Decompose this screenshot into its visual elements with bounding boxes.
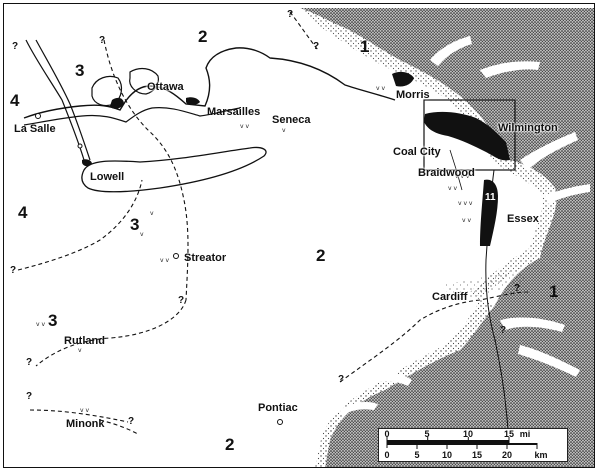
uncertain-mark: ?	[10, 265, 17, 276]
svg-text:v v v: v v v	[455, 173, 470, 180]
upland-stipple-fringe-south	[315, 300, 495, 468]
study-area-box	[423, 99, 516, 171]
svg-text:v v: v v	[462, 217, 471, 224]
place-braidwood: Braidwood	[418, 167, 475, 179]
scale-mi-tick: 10	[462, 429, 474, 439]
scale-mi-unit: mi	[519, 429, 531, 439]
svg-text:v v: v v	[240, 123, 249, 130]
uncertain-mark: ?	[12, 41, 19, 52]
svg-text:v v: v v	[160, 257, 169, 264]
upland-region-north	[300, 8, 595, 300]
zone-label-1-right: 1	[549, 282, 559, 301]
uncertain-mark: ?	[338, 374, 345, 385]
place-cardiff: Cardiff	[432, 291, 468, 303]
ottawa-meander-2	[129, 67, 159, 95]
scale-mi-tick: 5	[424, 429, 430, 439]
upland-region-south	[325, 258, 595, 468]
zone-label-4-mid: 4	[18, 203, 28, 222]
scale-mi-tick: 15	[503, 429, 515, 439]
town-markers	[35, 113, 283, 425]
lowland-stipple-band	[440, 268, 530, 300]
place-essex: Essex	[507, 213, 539, 225]
illinois-river-valley-south	[23, 107, 241, 126]
zone-label-2-center: 2	[316, 246, 326, 265]
svg-text:v v: v v	[36, 321, 45, 328]
uncertain-mark: ?	[26, 391, 33, 402]
scale-km-unit: km	[534, 450, 548, 460]
scale-km-tick: 15	[471, 450, 483, 460]
strip-mines	[82, 71, 510, 246]
place-ottawa: Ottawa	[147, 81, 184, 93]
svg-text:v v: v v	[80, 407, 89, 414]
place-la-salle: La Salle	[14, 123, 56, 135]
scale-km-tick: 20	[501, 450, 513, 460]
lowell-valley	[81, 146, 267, 193]
illinois-river-valley	[23, 47, 396, 119]
uncertain-mark: ?	[178, 295, 185, 306]
place-seneca: Seneca	[272, 114, 311, 126]
svg-text:v: v	[150, 210, 154, 217]
place-wilmington: Wilmington	[498, 122, 558, 134]
zone-label-3-topleft: 3	[75, 61, 85, 80]
uncertain-mark: ?	[128, 416, 135, 427]
svg-text:v: v	[282, 127, 286, 134]
uncertain-mark: ?	[313, 41, 320, 52]
uncertain-mark: ?	[287, 9, 294, 20]
zone-boundaries	[17, 11, 529, 435]
uncertain-mark: ?	[514, 283, 521, 294]
scale-km-tick: 5	[414, 450, 420, 460]
zone-label-1-top: 1	[360, 37, 370, 56]
uncertain-mark: ?	[99, 35, 106, 46]
place-rutland: Rutland	[64, 335, 105, 347]
zone-label-2-top: 2	[198, 27, 208, 46]
place-pontiac: Pontiac	[258, 402, 298, 414]
place-marsailles: Marsailles	[207, 106, 261, 118]
scale-km-tick: 0	[384, 450, 390, 460]
svg-text:v: v	[78, 347, 82, 354]
scale-mi-tick: 0	[384, 429, 390, 439]
place-lowell: Lowell	[90, 171, 125, 183]
la-salle-channel	[25, 39, 85, 161]
zone-label-3-lower: 3	[48, 311, 58, 330]
zone-label-4-top: 4	[10, 91, 20, 110]
river-valleys	[340, 36, 590, 416]
scale-bar-graphic	[386, 437, 538, 449]
svg-text:v v: v v	[448, 185, 457, 192]
place-minonk: Minonk	[66, 418, 105, 430]
place-coal-city: Coal City	[393, 146, 441, 158]
svg-text:v v: v v	[376, 85, 385, 92]
ottawa-meander	[91, 75, 123, 107]
scale-km-tick: 10	[441, 450, 453, 460]
place-streator: Streator	[184, 252, 227, 264]
zone-label-3-mid: 3	[130, 215, 140, 234]
place-morris: Morris	[396, 89, 430, 101]
scale-bar: 0 5 10 15 mi 0 5 10 15 20 km	[378, 428, 568, 462]
svg-text:v: v	[140, 231, 144, 238]
uncertain-mark: ?	[500, 325, 507, 336]
zone-label-2-bottom: 2	[225, 435, 235, 454]
uncertain-mark: ?	[26, 357, 33, 368]
pit-number-label: 11	[485, 192, 496, 203]
la-salle-channel-2	[35, 39, 91, 161]
svg-text:v v v: v v v	[458, 200, 473, 207]
mine-symbols: v vv v v vv v v v vv v vv v vv v vv v v …	[36, 85, 473, 414]
